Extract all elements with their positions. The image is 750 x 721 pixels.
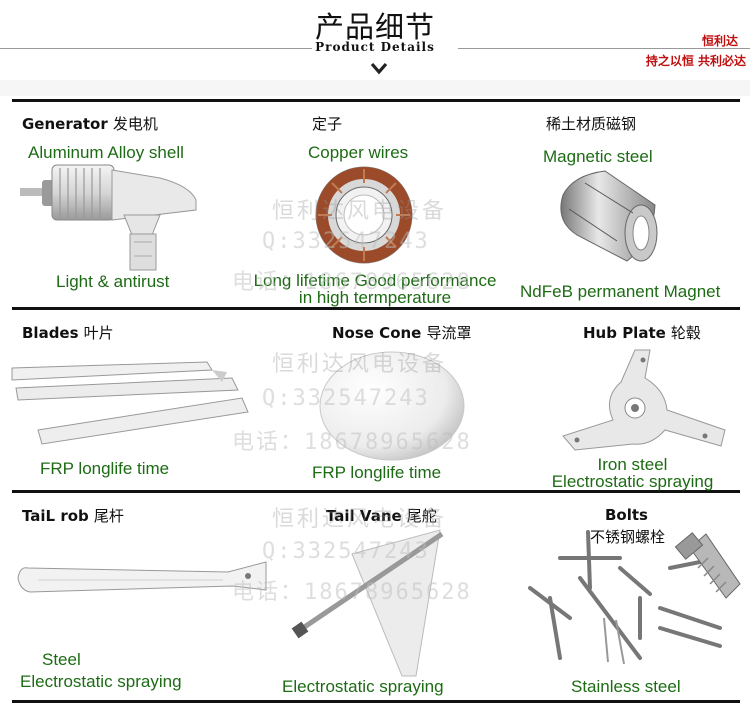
product-name-cn: 定子	[312, 115, 343, 133]
watermark-phone: 电话：18678965628	[232, 580, 472, 605]
header-band	[0, 80, 750, 96]
caption-bottom: Light & antirust	[56, 272, 170, 291]
page-subtitle: Product Details	[315, 40, 435, 54]
product-name-cn: 尾杆	[93, 507, 124, 525]
caption-bottom: FRP longlife time	[312, 463, 442, 482]
caption-bottom: Iron steel Electrostatic spraying	[535, 456, 730, 490]
caption-bottom: Long lifetime Good performance in high t…	[230, 272, 520, 306]
product-name: Bolts	[605, 506, 648, 524]
product-tail-vane: Tail Vane 尾舵	[326, 505, 437, 526]
product-name: Hub Plate	[583, 324, 666, 342]
product-name-cn: 叶片	[83, 324, 114, 342]
header-divider-right	[458, 48, 750, 49]
product-name-cn: 发电机	[112, 115, 158, 133]
product-hub-plate: Hub Plate 轮毂	[583, 322, 701, 343]
bolts-image	[528, 530, 741, 665]
product-magnet: 稀土材质磁钢	[546, 113, 636, 134]
product-name: Blades	[22, 324, 79, 342]
watermark-qq: Q:332547243	[262, 539, 430, 564]
watermark-phone: 电话：18678965628	[232, 270, 472, 295]
caption-text: Iron steel	[597, 455, 668, 474]
magnet-image	[560, 170, 658, 262]
product-stator: 定子	[312, 113, 342, 134]
tail-rod-image	[17, 561, 267, 593]
product-bolts: Bolts	[605, 505, 648, 524]
product-name-cn: 尾舵	[406, 507, 437, 525]
product-blades: Blades 叶片	[22, 322, 114, 343]
caption-bottom: NdFeB permanent Magnet	[520, 282, 721, 301]
caption-line: Iron steel	[535, 456, 730, 473]
product-generator: Generator 发电机	[22, 113, 158, 134]
product-name-cn: 稀土材质磁钢	[546, 115, 637, 133]
product-nose-cone: Nose Cone 导流罩	[332, 322, 471, 343]
caption-line: in high termperature	[230, 289, 520, 306]
product-tail-rod: TaiL rob 尾杆	[22, 505, 124, 526]
caption-line: Steel	[20, 649, 182, 671]
blades-image	[11, 361, 249, 445]
generator-image	[20, 164, 197, 271]
caption-top: Aluminum Alloy shell	[28, 143, 184, 162]
product-name: Generator	[22, 115, 108, 133]
caption-line: Electrostatic spraying	[535, 473, 730, 490]
section-divider	[12, 490, 740, 493]
caption-text: Electrostatic spraying	[551, 472, 714, 491]
brand-name: 恒利达	[701, 34, 738, 48]
header-divider-left	[0, 48, 312, 49]
caption-top: Magnetic steel	[543, 147, 653, 166]
nose-cone-image	[319, 351, 465, 461]
caption-text: Long lifetime Good performance	[253, 271, 497, 290]
brand-slogan: 持之以恒 共利必达	[645, 54, 746, 68]
watermark-company: 恒利达风电设备	[272, 507, 448, 532]
product-name-cn: 不锈钢螺栓	[590, 528, 666, 546]
caption-top: Copper wires	[308, 143, 409, 162]
page-title: 产品细节	[314, 10, 435, 44]
stator-image	[315, 166, 413, 264]
watermark-phone: 电话：18678965628	[232, 430, 472, 455]
caption-bottom: Stainless steel	[571, 677, 681, 696]
caption-bottom: FRP longlife time	[40, 459, 170, 478]
caption-line: Long lifetime Good performance	[230, 272, 520, 289]
product-name: Tail Vane	[326, 507, 402, 525]
watermark-qq: Q:332547243	[262, 229, 430, 254]
product-name: TaiL rob	[22, 507, 89, 525]
product-name-cn: 导流罩	[426, 324, 472, 342]
section-divider	[12, 700, 740, 703]
hub-plate-image	[562, 349, 726, 451]
caption-text: Electrostatic spraying	[20, 672, 182, 691]
product-name: Nose Cone	[332, 324, 422, 342]
caption-text: Steel	[42, 650, 81, 669]
tail-vane-image	[291, 529, 444, 677]
caption-bottom: Steel Electrostatic spraying	[20, 649, 182, 693]
section-divider	[12, 99, 740, 102]
product-name-cn: 轮毂	[670, 324, 701, 342]
section-divider	[12, 307, 740, 310]
caption-text: in high termperature	[298, 288, 452, 307]
caption-line: Electrostatic spraying	[20, 671, 182, 693]
watermark-company: 恒利达风电设备	[272, 199, 448, 224]
chevron-down-icon	[370, 62, 388, 75]
caption-bottom: Electrostatic spraying	[282, 677, 444, 696]
watermark-company: 恒利达风电设备	[272, 352, 448, 377]
watermark-qq: Q:332547243	[262, 386, 430, 411]
